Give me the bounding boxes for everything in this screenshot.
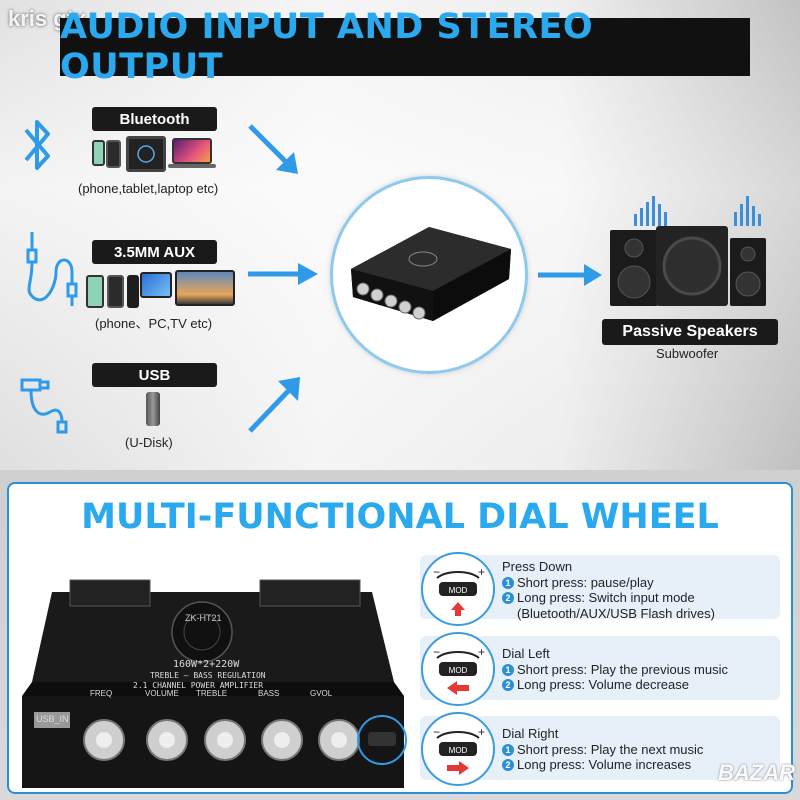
amp-subtitle-1: TREBLE — BASS REGULATION <box>150 671 266 680</box>
amp-model: ZK-HT21 <box>185 613 222 623</box>
pc-tower-icon <box>127 275 139 308</box>
page-title: AUDIO INPUT AND STEREO OUTPUT <box>60 7 594 87</box>
knob-label-volume: VOLUME <box>145 689 179 698</box>
phone-icon <box>86 275 104 308</box>
svg-text:MOD: MOD <box>449 746 468 755</box>
press-down-line-1: Short press: pause/play <box>517 574 654 590</box>
svg-text:−: − <box>433 565 440 579</box>
title-banner: AUDIO INPUT AND STEREO OUTPUT <box>60 7 750 87</box>
usb-cable-icon <box>20 378 68 434</box>
speakers-image <box>610 196 766 306</box>
aux-cable-icon <box>26 232 78 306</box>
phone-icon <box>106 140 121 168</box>
aux-label: 3.5MM AUX <box>92 240 217 264</box>
arrow-icon <box>248 263 318 285</box>
knob-label-freq: FREQ <box>90 689 113 698</box>
dial-right-icon: MOD − + <box>421 712 495 786</box>
dial-right-heading: Dial Right <box>502 726 559 741</box>
dial-left-line-1: Short press: Play the previous music <box>517 661 728 677</box>
amp-power: 160W*2+220W <box>173 659 240 670</box>
monitor-icon <box>140 272 172 298</box>
press-down-heading: Press Down <box>502 559 573 574</box>
tablet-icon <box>126 136 166 172</box>
svg-text:MOD: MOD <box>449 666 468 675</box>
press-down-line-3: (Bluetooth/AUX/USB Flash drives) <box>517 605 715 621</box>
usb-caption: (U-Disk) <box>125 435 173 450</box>
phone-icon <box>107 275 124 308</box>
tv-icon <box>175 270 235 306</box>
footer-watermark: BAZAR <box>718 760 795 785</box>
dial-left-line-2: Long press: Volume decrease <box>517 677 689 692</box>
arrow-icon <box>538 264 602 286</box>
output-caption: Subwoofer <box>656 346 719 361</box>
amp-subtitle-2: 2.1 CHANNEL POWER AMPLIFIER <box>133 681 264 690</box>
usb-port-label: USB_IN <box>36 714 69 724</box>
bluetooth-caption: (phone,tablet,laptop etc) <box>78 181 219 196</box>
knob-label-treble: TREBLE <box>196 689 228 698</box>
arrow-icon <box>248 377 300 433</box>
knob-label-gvol: GVOL <box>310 689 333 698</box>
press-down-dial-icon: MOD − + <box>421 552 495 626</box>
number-badge: 2 <box>502 759 514 771</box>
number-badge: 1 <box>502 663 514 676</box>
usb-drive-icon <box>146 392 160 426</box>
svg-text:+: + <box>478 565 485 579</box>
arrow-icon <box>248 124 298 174</box>
knob-label-bass: BASS <box>258 689 280 698</box>
svg-text:−: − <box>433 645 440 659</box>
svg-text:MOD: MOD <box>449 586 468 595</box>
dial-right-line-1: Short press: Play the next music <box>517 741 704 757</box>
dial-left-heading: Dial Left <box>502 646 550 661</box>
number-badge: 1 <box>502 576 514 589</box>
aux-caption: (phone、PC,TV etc) <box>95 316 213 331</box>
amplifier-front-image <box>22 579 407 788</box>
phone-icon <box>92 140 105 166</box>
number-badge: 1 <box>502 743 514 756</box>
bluetooth-icon <box>24 120 50 170</box>
number-badge: 2 <box>502 679 514 691</box>
svg-text:+: + <box>478 725 485 739</box>
usb-label: USB <box>92 363 217 387</box>
amplifier-image <box>330 176 528 374</box>
svg-text:−: − <box>433 725 440 739</box>
dial-section-title: MULTI-FUNCTIONAL DIAL WHEEL <box>81 497 719 537</box>
svg-text:+: + <box>478 645 485 659</box>
laptop-icon <box>172 138 212 164</box>
number-badge: 2 <box>502 592 514 604</box>
press-down-line-2: Long press: Switch input mode <box>517 590 695 605</box>
bluetooth-label: Bluetooth <box>92 107 217 131</box>
dial-right-line-2: Long press: Volume increases <box>517 757 692 772</box>
laptop-base <box>168 164 216 168</box>
dial-left-icon: MOD − + <box>421 632 495 706</box>
output-label: Passive Speakers <box>602 319 778 345</box>
